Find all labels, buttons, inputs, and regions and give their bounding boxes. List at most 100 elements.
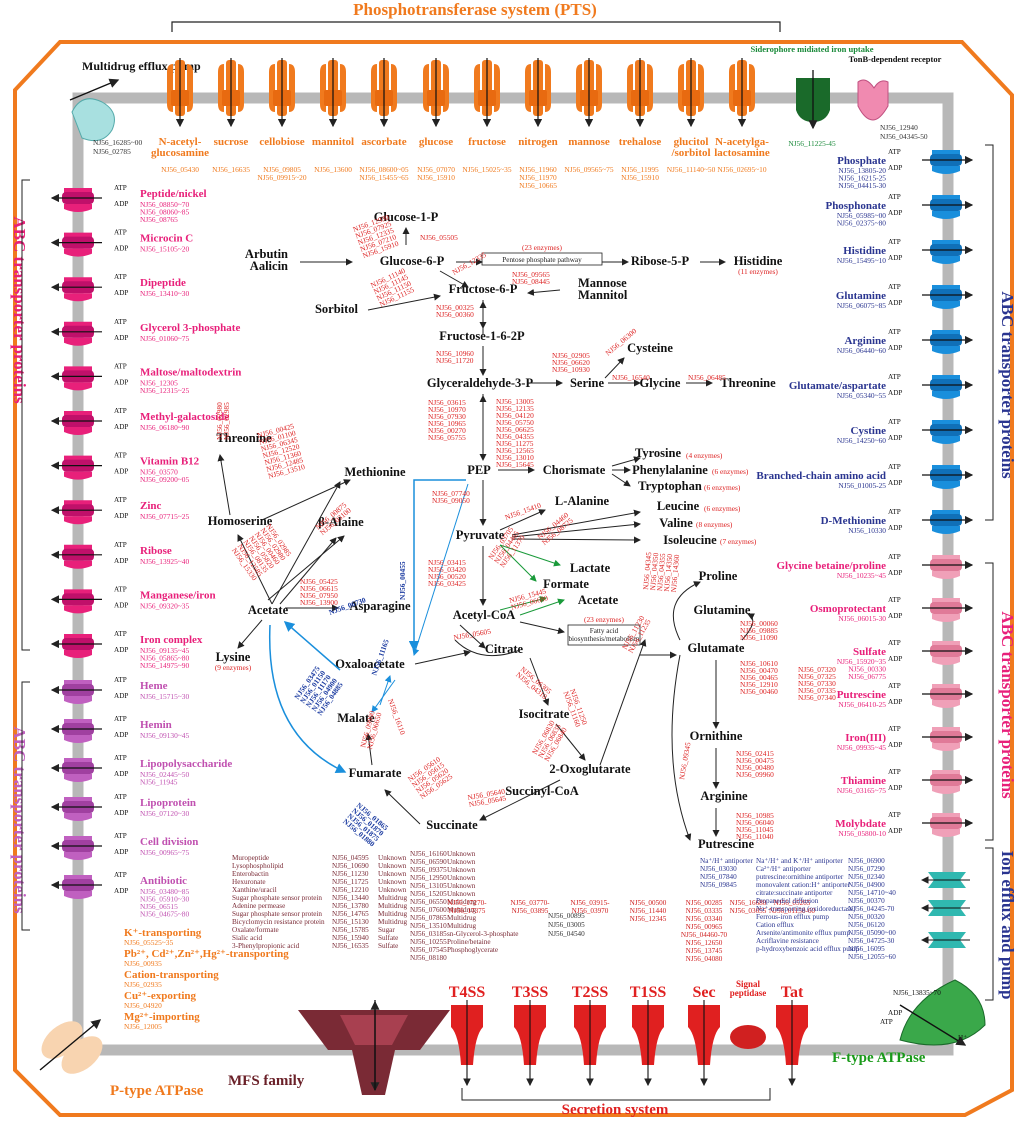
abc-code: NJ56_14250~60 [837, 436, 886, 445]
abc-code: NJ56_06075~85 [837, 301, 886, 310]
svg-text:ATP: ATP [114, 630, 127, 638]
enzyme-codes: NJ56_05605 [453, 626, 492, 641]
pts-code: NJ56_11140~50 [667, 165, 716, 174]
pts-substrate: sucrose [214, 136, 249, 148]
abc-code: NJ56_15715~30 [140, 692, 189, 701]
svg-text:ATP: ATP [114, 184, 127, 192]
svg-text:ADP: ADP [888, 612, 902, 620]
abc-substrate: Glycerol 3-phosphate [140, 322, 240, 334]
abc-code: NJ56_07120~30 [140, 809, 189, 818]
pts-substrate: ascorbate [361, 136, 406, 148]
svg-text:ADP: ADP [888, 254, 902, 262]
abc-substrate: Vitamin B12 [140, 456, 200, 468]
mfs-title: MFS family [228, 1073, 305, 1089]
abc-substrate: Iron(III) [845, 732, 886, 744]
metabolite-glucose6p: Glucose-6-P [380, 254, 445, 268]
metabolite-oxaloacetate: Oxaloacetate [335, 657, 405, 671]
metabolite-glutamate: Glutamate [688, 641, 745, 655]
siderophore-uptake: Siderophore midiated iron uptake NJ56_11… [750, 44, 873, 148]
abc-code: NJ56_07715~25 [140, 512, 189, 521]
abc-substrate: Hemin [140, 719, 172, 731]
enzyme-codes: NJ56_09345 [677, 741, 692, 780]
svg-text:ADP: ADP [114, 887, 128, 895]
abc-code: NJ56_15495~10 [837, 256, 886, 265]
abc-substrate: Peptide/nickel [140, 188, 207, 200]
metabolite-tryptophan: Tryptophan [638, 479, 702, 493]
pts-substrate: glucitol/sorbitol [670, 136, 710, 159]
metabolite-leucine: Leucine [657, 499, 700, 513]
svg-text:(11 enzymes): (11 enzymes) [738, 267, 778, 276]
abc-substrate: Methyl-galactoside [140, 411, 229, 423]
svg-text:(7 enzymes): (7 enzymes) [720, 537, 757, 546]
enzyme-codes: NJ56_00425NJ56_01100NJ56_06345NJ56_12520… [256, 421, 306, 480]
pts-transporters: N-acetyl-glucosamineNJ56_05430sucroseNJ5… [151, 58, 770, 190]
metabolite-mannose: Mannose [578, 276, 627, 290]
pts-code: NJ56_02695~10 [717, 165, 766, 174]
pts-substrate: trehalose [619, 136, 662, 148]
metabolite-citrate: Citrate [485, 642, 524, 656]
metabolite-aalicin: Aalicin [250, 259, 288, 273]
svg-text:ADP: ADP [888, 209, 902, 217]
abc-substrate: D-Methionine [821, 515, 887, 527]
metabolite-methionine: Methionine [344, 465, 406, 479]
abc-code: NJ56_03165~75 [837, 786, 886, 795]
svg-text:ATP: ATP [888, 193, 901, 201]
svg-text:ATP: ATP [114, 832, 127, 840]
f-type-title: F-type ATPase [832, 1050, 926, 1066]
svg-text:ADP: ADP [888, 698, 902, 706]
abc-code: NJ56_09935~45 [837, 743, 886, 752]
secretion-name: T2SS [572, 984, 609, 1001]
abc-code: NJ56_01060~75 [140, 334, 189, 343]
p-type-substrate: Cu²⁺-exporting [124, 990, 197, 1002]
abc-code: NJ56_13925~40 [140, 557, 189, 566]
svg-text:ATP: ATP [114, 793, 127, 801]
enzyme-codes: NJ56_05505 [420, 233, 458, 242]
metabolite-fructose16: Fructose-1-6-2P [439, 329, 525, 343]
svg-text:ADP: ADP [114, 289, 128, 297]
svg-text:ATP: ATP [114, 715, 127, 723]
metabolite-lalanine: L-Alanine [555, 494, 610, 508]
metabolite-glycine: Glycine [640, 376, 681, 390]
p-type-substrate: Cation-transporting [124, 969, 219, 981]
metabolite-pep: PEP [467, 463, 491, 477]
abc-substrate: Molybdate [835, 818, 886, 830]
abc-code: NJ56_13410~30 [140, 289, 189, 298]
svg-text:ADP: ADP [114, 731, 128, 739]
cell-frame [13, 40, 1014, 1117]
svg-text:ADP: ADP [888, 164, 902, 172]
svg-text:ADP: ADP [114, 245, 128, 253]
metabolite-acetate2: Acetate [578, 593, 619, 607]
svg-text:ATP: ATP [888, 508, 901, 516]
pts-substrate: mannose [568, 136, 610, 148]
svg-text:ADP: ADP [114, 557, 128, 565]
